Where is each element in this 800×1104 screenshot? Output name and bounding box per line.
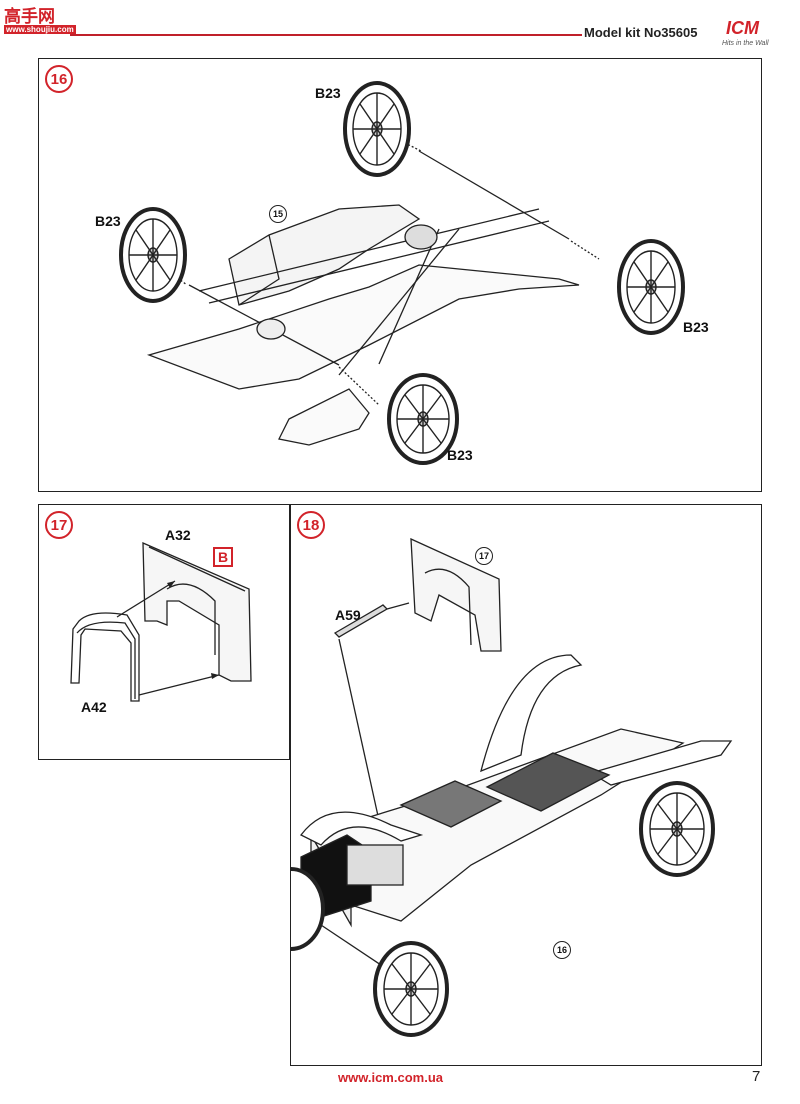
wheel-right <box>617 239 685 335</box>
step-17-panel: 17 A32 A42 B <box>38 504 290 760</box>
part-label: A42 <box>81 699 107 715</box>
part-label: A32 <box>165 527 191 543</box>
wheel-front-bottom <box>387 373 459 465</box>
step-reference-marker: 17 <box>475 547 493 565</box>
brand-name: ICM <box>726 18 759 38</box>
step-17-drawing <box>70 541 252 702</box>
step-number-badge: 17 <box>45 511 73 539</box>
wheel-front-right <box>373 941 449 1037</box>
wheel-rear-top <box>343 81 411 177</box>
color-reference-box: B <box>213 547 233 567</box>
watermark-url: www.shoujiu.com <box>4 25 76 34</box>
page-number: 7 <box>752 1068 761 1085</box>
wheel-rear-right <box>639 781 715 877</box>
part-label: B23 <box>315 85 341 101</box>
step-number-badge: 16 <box>45 65 73 93</box>
step-number-badge: 18 <box>297 511 325 539</box>
footer-website-link[interactable]: www.icm.com.ua <box>338 1070 443 1085</box>
step-16-drawing <box>119 81 685 465</box>
wheel-front-left <box>291 867 325 951</box>
part-label: B23 <box>447 447 473 463</box>
brand-logo: ICM Hits in the Wall <box>712 18 794 52</box>
part-label: B23 <box>683 319 709 335</box>
brand-tagline: Hits in the Wall <box>722 40 769 47</box>
watermark-chinese-text: 高手网 <box>4 7 55 27</box>
part-label: B23 <box>95 213 121 229</box>
header-rule <box>70 34 582 36</box>
step-16-panel: 16 B23 B23 B23 B23 15 <box>38 58 762 492</box>
watermark-logo: 高手网 www.shoujiu.com <box>4 2 76 42</box>
kit-number-label: Model kit No35605 <box>584 25 698 40</box>
step-reference-marker: 15 <box>269 205 287 223</box>
step-reference-marker: 16 <box>553 941 571 959</box>
part-label: A59 <box>335 607 361 623</box>
step-18-panel: 18 A59 17 16 <box>290 504 762 1066</box>
wheel-left <box>119 207 187 303</box>
step-18-drawing <box>291 537 733 1037</box>
